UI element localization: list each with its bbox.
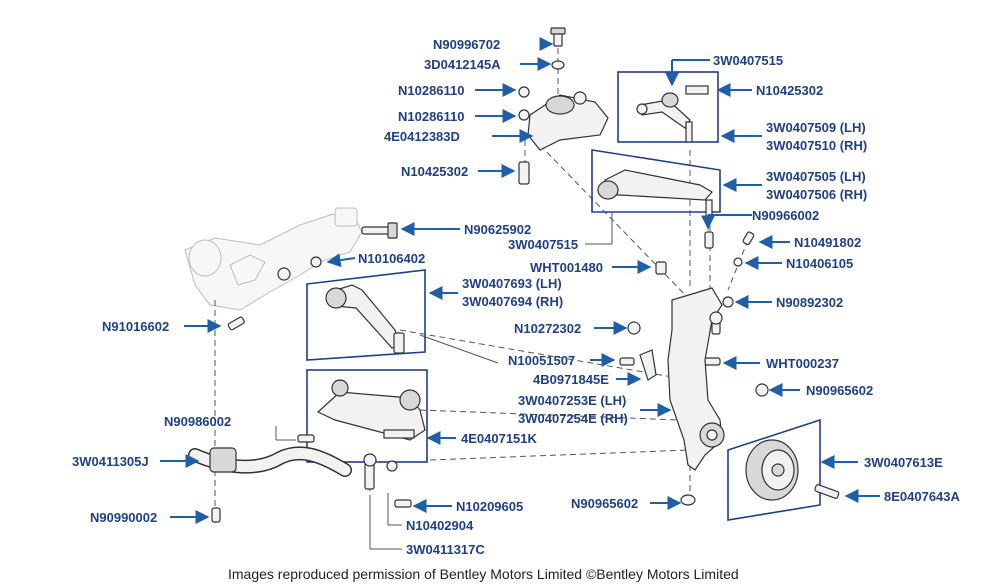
label-3w0411317c: 3W0411317C xyxy=(406,542,485,557)
label-3w0407510: 3W0407510 (RH) xyxy=(766,138,867,153)
label-n90990002: N90990002 xyxy=(90,510,157,525)
part-labels: N90996702 3D0412145A N10286110 N10286110… xyxy=(72,37,961,557)
label-n10425302-right: N10425302 xyxy=(756,83,823,98)
label-n90965602-bottom: N90965602 xyxy=(571,496,638,511)
leader-lines xyxy=(275,212,709,550)
label-3w0407506: 3W0407506 (RH) xyxy=(766,187,867,202)
label-4e0407151k: 4E0407151K xyxy=(461,431,538,446)
label-n10051507: N10051507 xyxy=(508,353,575,368)
label-n90966002: N90966002 xyxy=(752,208,819,223)
tension-strut-box xyxy=(306,269,426,361)
upper-rear-arm-part xyxy=(597,169,713,217)
label-3w0407515-bottom: 3W0407515 xyxy=(508,237,578,252)
copyright-credit: Images reproduced permission of Bentley … xyxy=(228,566,739,582)
label-3w0407505: 3W0407505 (LH) xyxy=(766,169,866,184)
label-3w0407254e: 3W0407254E (RH) xyxy=(518,411,628,426)
callout-arrows xyxy=(160,37,880,524)
subframe-ghost xyxy=(184,207,363,311)
label-wht000237: WHT000237 xyxy=(766,356,839,371)
top-bolt-part xyxy=(550,27,566,70)
label-3w0411305j: 3W0411305J xyxy=(72,454,149,469)
label-n90986002: N90986002 xyxy=(164,414,231,429)
label-3w0407693: 3W0407693 (LH) xyxy=(462,276,562,291)
label-n10406105: N10406105 xyxy=(786,256,853,271)
label-3w0407509: 3W0407509 (LH) xyxy=(766,120,866,135)
label-n10106402: N10106402 xyxy=(358,251,425,266)
label-n10286110-b: N10286110 xyxy=(398,109,465,124)
subframe-nuts-part xyxy=(277,256,322,281)
bracket-part xyxy=(639,349,657,381)
mount-nuts-part xyxy=(518,86,530,185)
misc-bolts-part xyxy=(211,231,840,523)
label-n10286110-a: N10286110 xyxy=(398,83,465,98)
label-8e0407643a: 8E0407643A xyxy=(884,489,961,504)
label-n90965602-right: N90965602 xyxy=(806,383,873,398)
label-n10402904: N10402904 xyxy=(406,518,474,533)
label-n90892302: N90892302 xyxy=(776,295,843,310)
lower-arm-part xyxy=(316,379,426,441)
label-n10209605: N10209605 xyxy=(456,499,523,514)
upper-front-arm-box xyxy=(617,71,719,143)
label-n90625902: N90625902 xyxy=(464,222,531,237)
upper-mount-part xyxy=(527,91,609,151)
tension-strut-part xyxy=(325,284,405,354)
hub-box xyxy=(727,418,821,521)
label-n10491802: N10491802 xyxy=(794,235,861,250)
wheel-hub-part xyxy=(745,439,799,501)
label-wht001480: WHT001480 xyxy=(530,260,603,275)
label-n91016602: N91016602 xyxy=(102,319,169,334)
label-3w0407515-top: 3W0407515 xyxy=(713,53,783,68)
label-n90996702: N90996702 xyxy=(433,37,500,52)
label-n10425302-left: N10425302 xyxy=(401,164,468,179)
label-4b0971845e: 4B0971845E xyxy=(533,372,609,387)
drop-link-part xyxy=(363,453,398,490)
label-4e0412383d: 4E0412383D xyxy=(384,129,460,144)
upper-rear-arm-box xyxy=(591,149,721,213)
upper-front-arm-part xyxy=(636,85,709,143)
anti-roll-bar-part xyxy=(188,446,352,477)
label-3d0412145a: 3D0412145A xyxy=(424,57,501,72)
subframe-bolt-part xyxy=(361,222,398,239)
steering-knuckle-part xyxy=(667,287,725,471)
label-3w0407694: 3W0407694 (RH) xyxy=(462,294,563,309)
label-3w0407613e: 3W0407613E xyxy=(864,455,943,470)
strut-bolt-part xyxy=(227,316,245,331)
label-n10272302: N10272302 xyxy=(514,321,581,336)
label-3w0407253e: 3W0407253E (LH) xyxy=(518,393,626,408)
